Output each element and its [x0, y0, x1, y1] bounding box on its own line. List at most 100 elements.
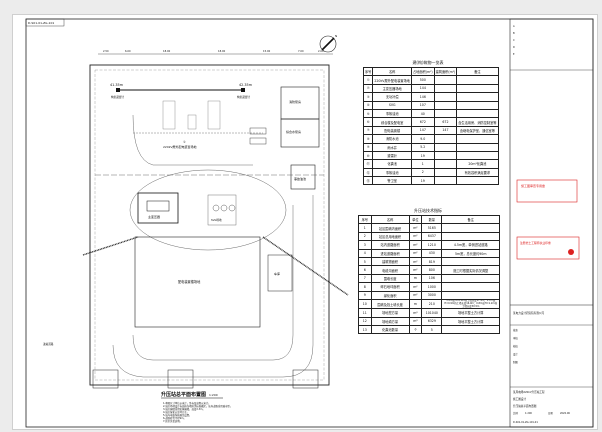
table-cell — [433, 150, 458, 161]
table-cell: 施工时根据实际情况调整 — [441, 265, 500, 275]
drawing-title: 升压站总平面布置图 — [161, 391, 206, 398]
svg-text:校核: 校核 — [513, 344, 518, 348]
svg-text:比例: 比例 — [513, 411, 518, 415]
table-cell: ⑨ — [362, 142, 374, 152]
table-cell: ⑥ — [362, 117, 374, 127]
table-cell: 警卫室 — [372, 176, 412, 186]
table-cell: 7 — [358, 273, 372, 284]
svg-text:2.00: 2.00 — [318, 49, 324, 53]
svg-text:B: B — [513, 32, 515, 35]
table-cell: m — [408, 273, 423, 284]
column-header: 名称 — [372, 66, 412, 77]
table-cell: m² — [408, 290, 423, 300]
table-cell: m³ — [408, 308, 423, 318]
table-cell: 210 — [421, 298, 443, 310]
table-cell — [433, 83, 458, 94]
svg-text:N: N — [335, 34, 337, 38]
table-cell: 6329 — [421, 316, 443, 327]
table-header: 序号名称单位数量备注 — [358, 214, 500, 225]
table-cell — [456, 100, 499, 110]
table-cell: 10 — [358, 298, 372, 310]
svg-text:15.00: 15.00 — [263, 49, 271, 53]
svg-text:3.站区围墙采用实体围墙，高度2.3m。: 3.站区围墙采用实体围墙，高度2.3m。 — [163, 407, 205, 411]
table-cell: m² — [408, 231, 423, 242]
table-cell: 6 — [358, 265, 372, 275]
table-cell: 有效容积满足要求 — [456, 167, 499, 178]
table-cell: 消防水池 — [372, 134, 412, 144]
table-cell: 5165 — [421, 223, 443, 233]
table-cell — [433, 176, 458, 186]
table-cell: 主变压器场地 — [372, 83, 412, 94]
table-cell: 事故油池 — [372, 167, 412, 178]
switchyard-220kv: 41.35m 42.35m 构架避雷针 构架避雷针 ① 220kV屋外配电装置场… — [110, 83, 263, 149]
table-cell: 672 — [411, 117, 435, 127]
svg-text:事故油池: 事故油池 — [294, 176, 306, 181]
table-cell: m² — [408, 265, 423, 275]
table-cell: ⑪ — [362, 159, 374, 169]
table-cell: ⑧ — [362, 134, 374, 144]
distribution-yard — [134, 236, 261, 328]
table-cell: 2 — [411, 167, 435, 178]
table-cell: 107 — [411, 100, 435, 110]
table-cell: 1000 — [421, 282, 443, 292]
table-cell: 围墙长度 — [370, 273, 410, 284]
table-cell: 1 — [411, 159, 435, 169]
table-cell: 含生活用房、消防控制室等 — [456, 117, 499, 127]
column-header: 名称 — [370, 214, 410, 225]
table-cell: 个 — [408, 325, 423, 335]
svg-text:2.50: 2.50 — [103, 49, 109, 53]
table-cell — [441, 325, 500, 335]
table-cell: ⑤ — [362, 108, 374, 119]
table-cell: SVG — [372, 100, 412, 110]
table-cell: ② — [362, 83, 374, 94]
table-cell: 2 — [358, 231, 372, 242]
north-arrow-icon: N — [319, 34, 337, 53]
svg-text:220kV屋外配电装置场地: 220kV屋外配电装置场地 — [163, 144, 197, 149]
table-cell: 站区围墙内面积 — [370, 223, 410, 233]
sheet-frame — [25, 18, 594, 428]
table-cell: ③ — [362, 92, 374, 102]
table-cell: 19 — [411, 150, 435, 161]
table-cell: 4 — [358, 248, 372, 258]
table-header: 序号名称占地面积(m²)建筑面积(m²)备注 — [362, 66, 499, 77]
column-header: 数量 — [421, 214, 443, 225]
table-cell: 12 — [358, 316, 372, 327]
table-cell — [441, 223, 500, 233]
road-loop — [129, 169, 287, 251]
drawing-sheet: D-S01-01-ZG-101 2.50 6.00 18.00 18.00 15… — [12, 14, 598, 430]
notes: 1.本图尺寸单位以米计，坐标及高程以米计。 2.站区场地设计标高按当地防洪标准确… — [163, 401, 232, 423]
table-cell: 8 — [358, 282, 372, 292]
table2-title: 升压站技术指标 — [414, 208, 442, 213]
table-cell: m — [408, 298, 423, 310]
table-cell: m³ — [408, 316, 423, 327]
table-cell: 站内道路面积 — [370, 240, 410, 250]
table-cell: 819 — [421, 256, 443, 267]
svg-text:审核: 审核 — [513, 336, 518, 340]
engineer-seal — [516, 236, 580, 260]
title-block: A B C D E 施工图审查专用章 注册岩土工程师执业印章 某电力设计研究院有… — [509, 18, 594, 428]
svg-text:18.00: 18.00 — [218, 49, 226, 53]
table-cell — [441, 256, 500, 267]
svg-text:消防泵房: 消防泵房 — [289, 99, 301, 104]
table-cell: 场地平整土方计算 — [441, 308, 500, 318]
table-cell: 13 — [358, 325, 372, 335]
table-cell: 1210 — [421, 240, 443, 250]
svg-text:A: A — [513, 25, 515, 28]
svg-text:C: C — [513, 39, 515, 42]
svg-text:配电装置楼场地: 配电装置楼场地 — [178, 279, 201, 284]
table-cell: 220kV屋外配电装置场地 — [372, 75, 412, 85]
table-cell — [441, 273, 500, 284]
table-cell: 20m³化粪池 — [456, 159, 499, 169]
column-header: 备注 — [441, 214, 500, 225]
